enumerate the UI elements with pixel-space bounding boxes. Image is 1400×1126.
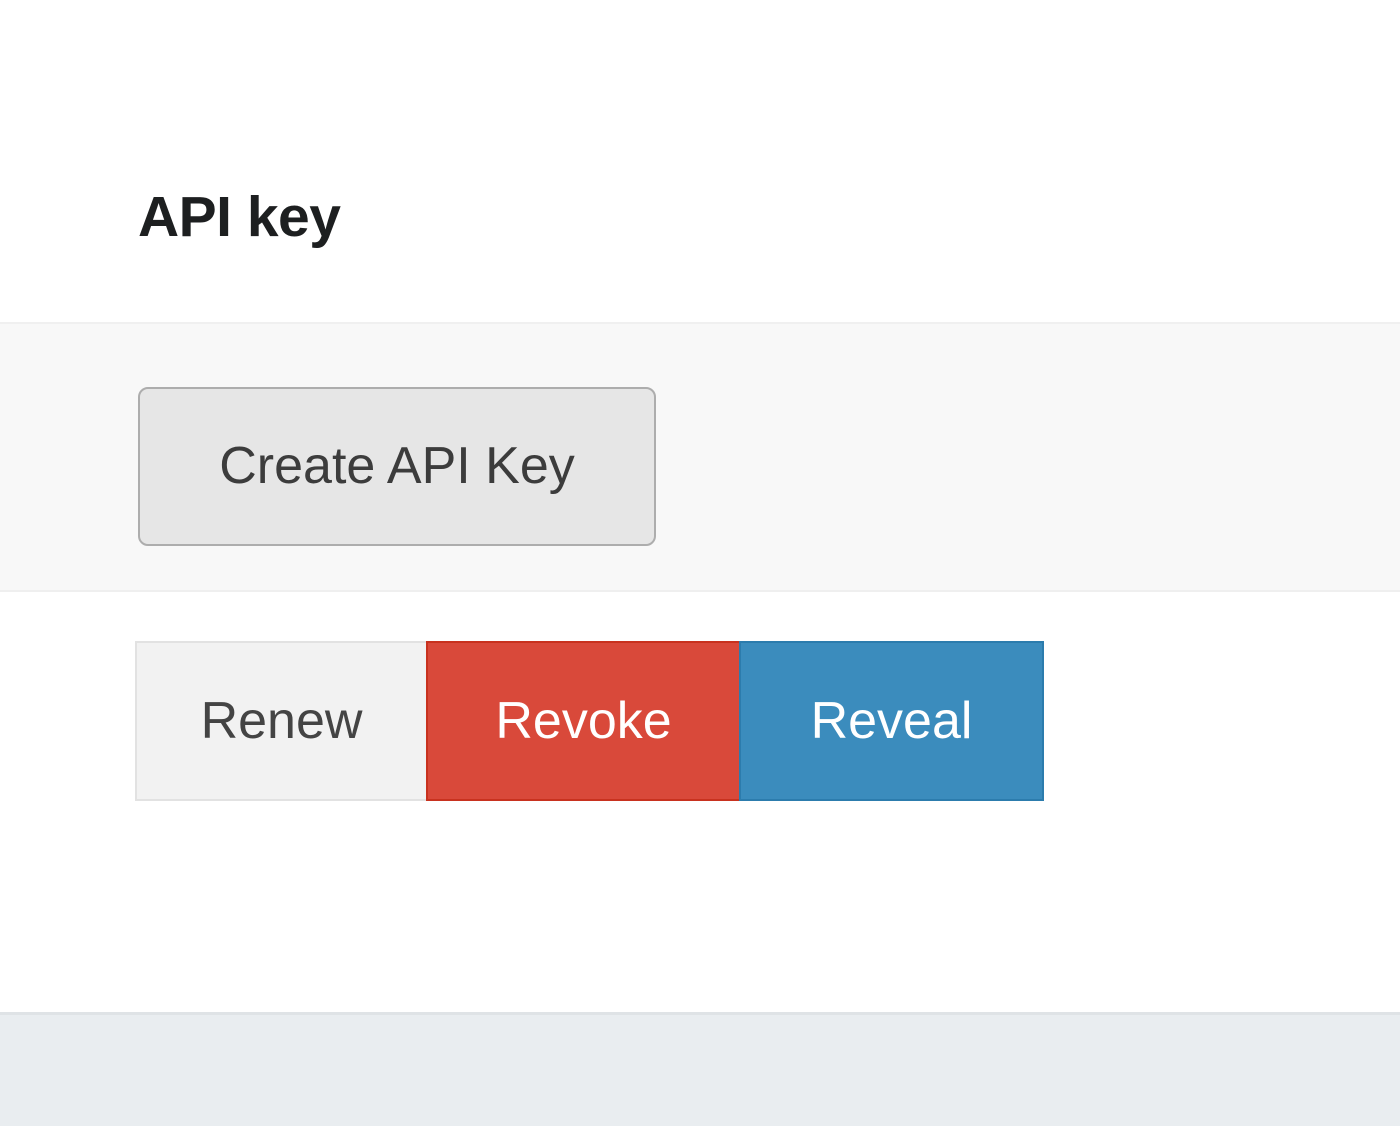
revoke-button[interactable]: Revoke	[426, 641, 741, 801]
toolbar-band: Create API Key	[0, 322, 1400, 592]
renew-button[interactable]: Renew	[135, 641, 428, 801]
page-title: API key	[138, 185, 341, 249]
reveal-button[interactable]: Reveal	[739, 641, 1044, 801]
api-key-action-button-group: Renew Revoke Reveal	[135, 641, 1044, 801]
create-api-key-button[interactable]: Create API Key	[138, 387, 656, 546]
footer-band	[0, 1012, 1400, 1126]
